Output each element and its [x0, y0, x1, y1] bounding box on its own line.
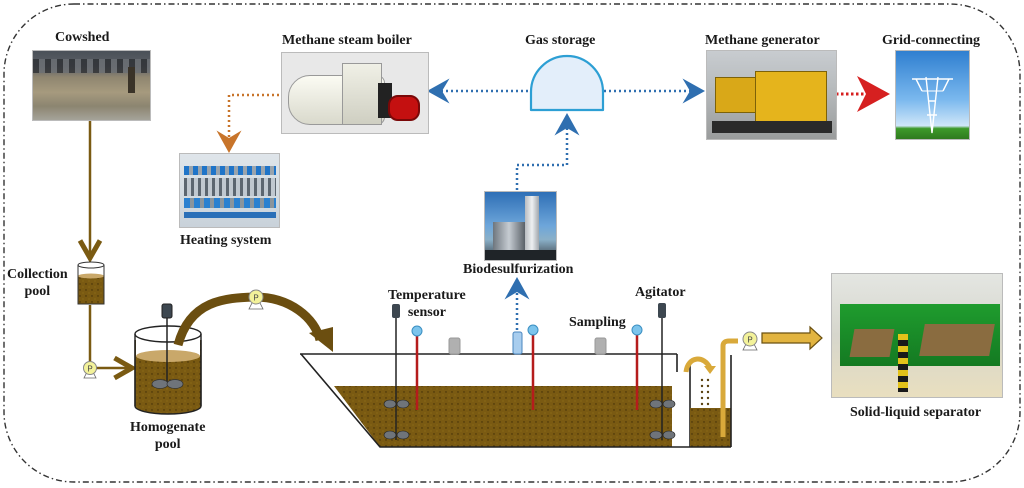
collection-pool-label-line2: pool	[24, 284, 51, 299]
gas-storage-label: Gas storage	[525, 33, 596, 48]
methane-steam-boiler-photo	[281, 52, 429, 134]
collection-pool-label-line1: Collection	[7, 267, 68, 282]
homogenate-agitator-icon	[151, 303, 184, 389]
gas-outlet-icon	[512, 331, 523, 355]
transmission-tower-icon	[912, 76, 953, 134]
pump-icon: P	[742, 331, 758, 351]
digester-agitator-right	[649, 303, 676, 440]
temperature-sensor-icon	[631, 324, 643, 410]
arrowhead	[309, 327, 333, 352]
temperature-sensor-icon	[527, 324, 539, 410]
biodesulfurization-photo	[484, 191, 557, 261]
homogenate-pool-tank	[134, 325, 202, 415]
pump-label: P	[747, 336, 752, 345]
sampling-label: Sampling	[569, 315, 626, 330]
collection-pool-label: Collection pool	[7, 266, 68, 300]
settling-particles	[700, 378, 710, 406]
pump-icon: P	[248, 289, 264, 310]
cowshed-label: Cowshed	[55, 30, 110, 45]
flow-to-separator	[761, 325, 823, 351]
heating-system-label: Heating system	[180, 233, 272, 248]
methane-steam-boiler-label: Methane steam boiler	[282, 33, 412, 48]
overflow-arrow	[683, 356, 713, 373]
pump-icon: P	[83, 361, 97, 379]
homogenate-pool-label-line2: pool	[154, 437, 181, 452]
anaerobic-digester	[300, 353, 732, 448]
temperature-sensor-label: Temperature sensor	[388, 287, 466, 321]
biodesulfurization-label: Biodesulfurization	[463, 262, 574, 277]
grid-connecting-photo	[895, 50, 970, 140]
solid-liquid-separator-label: Solid-liquid separator	[850, 405, 982, 420]
solid-liquid-separator-photo	[831, 273, 1003, 398]
methane-generator-photo	[706, 50, 837, 140]
cowshed-photo	[32, 50, 151, 121]
diagram-frame	[3, 3, 1021, 483]
heating-system-photo	[179, 153, 280, 228]
collection-pool-tank	[77, 261, 105, 305]
discharge-pipe	[720, 338, 738, 437]
temperature-sensor-label-line1: Temperature	[388, 288, 466, 303]
pump-label: P	[253, 294, 258, 303]
temperature-sensor-label-line2: sensor	[407, 305, 446, 320]
gas-storage-icon	[529, 54, 605, 112]
sampling-port-icon	[594, 337, 607, 355]
grid-connecting-label: Grid-connecting	[882, 33, 980, 48]
sampling-port-icon	[448, 337, 461, 355]
agitator-label: Agitator	[635, 285, 686, 300]
homogenate-pool-label-line1: Homogenate	[130, 420, 206, 435]
digester-agitator-left	[383, 304, 410, 440]
homogenate-pool-label: Homogenate pool	[130, 419, 205, 453]
pump-label: P	[87, 365, 92, 374]
methane-generator-label: Methane generator	[705, 33, 820, 48]
temperature-sensor-icon	[411, 325, 423, 410]
flow-boiler-to-heating	[216, 93, 284, 153]
arrowhead	[704, 366, 716, 374]
